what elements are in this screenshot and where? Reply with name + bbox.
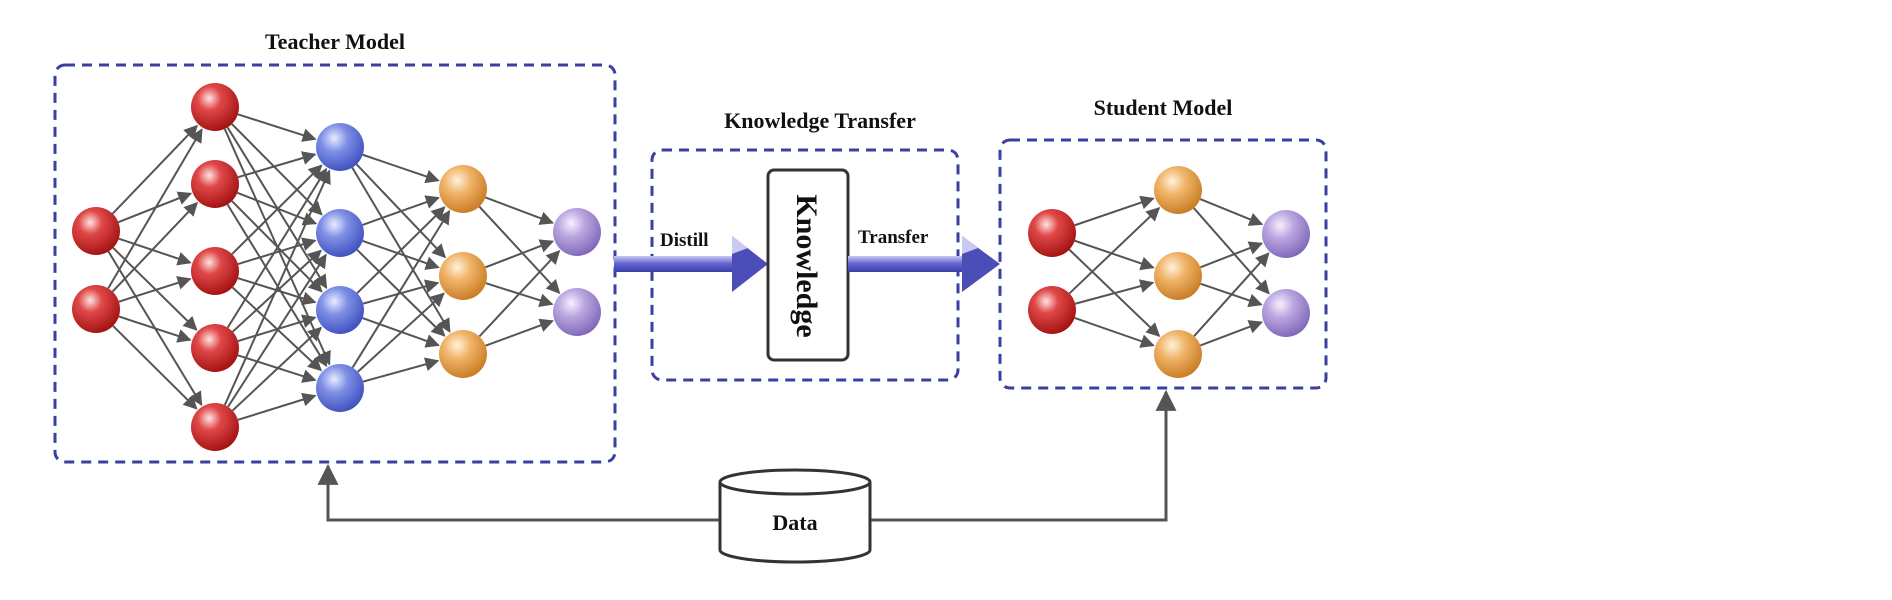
teacher-node-layer-1 xyxy=(72,285,120,333)
teacher-box xyxy=(53,63,617,464)
student-node-layer-3 xyxy=(1262,289,1310,337)
teacher-edge xyxy=(478,249,561,338)
student-node-layer-2 xyxy=(1154,330,1202,378)
data-to-teacher-line xyxy=(317,463,720,522)
teacher-edge xyxy=(111,124,198,215)
teacher-edge xyxy=(112,247,198,331)
teacher-model: Teacher Model xyxy=(53,29,617,464)
student-node-layer-1 xyxy=(1028,286,1076,334)
teacher-edge xyxy=(118,276,192,303)
teacher-edge xyxy=(237,113,317,142)
student-edge xyxy=(1074,316,1155,348)
teacher-node-layer-2 xyxy=(191,324,239,372)
student-edge xyxy=(1068,206,1161,295)
distill-arrow xyxy=(614,236,768,292)
teacher-edge xyxy=(231,249,322,333)
teacher-edge xyxy=(357,292,445,373)
teacher-edge xyxy=(237,151,317,179)
teacher-edge xyxy=(485,318,554,347)
teacher-edge xyxy=(112,325,198,410)
teacher-edge xyxy=(231,164,323,255)
teacher-node-layer-1 xyxy=(72,207,120,255)
teacher-node-layer-5 xyxy=(553,208,601,256)
student-title: Student Model xyxy=(1094,95,1233,120)
student-edge xyxy=(1074,239,1155,271)
knowledge-label: Knowledge xyxy=(790,194,823,337)
teacher-edge xyxy=(231,200,323,293)
student-edge xyxy=(1193,207,1270,295)
student-node-layer-3 xyxy=(1262,210,1310,258)
teacher-node-layer-2 xyxy=(191,247,239,295)
teacher-node-layer-4 xyxy=(439,165,487,213)
student-edge xyxy=(1200,320,1264,347)
teacher-edge xyxy=(478,205,561,294)
teacher-edge xyxy=(351,209,451,369)
teacher-edge xyxy=(362,153,440,184)
teacher-edge xyxy=(237,237,317,265)
teacher-edge xyxy=(118,315,192,343)
student-edge xyxy=(1200,241,1264,269)
teacher-edge xyxy=(226,167,328,329)
teacher-node-layer-3 xyxy=(316,364,364,412)
student-edges xyxy=(1068,195,1270,348)
student-edge xyxy=(1074,195,1155,227)
teacher-edge xyxy=(362,357,440,383)
teacher-edge xyxy=(485,239,555,269)
transfer-arrow-label: Transfer xyxy=(858,227,929,248)
knowledge-transfer: Knowledge Transfer Distill Knowledge Tra… xyxy=(614,108,1000,382)
student-box xyxy=(998,138,1328,390)
student-edge xyxy=(1074,279,1155,305)
teacher-edge xyxy=(362,195,440,226)
teacher-node-layer-2 xyxy=(191,403,239,451)
teacher-edge xyxy=(107,128,203,289)
distill-label: Distill xyxy=(660,230,709,251)
teacher-edge xyxy=(223,169,331,406)
data-to-student-line xyxy=(870,389,1177,522)
student-model: Student Model xyxy=(998,95,1328,390)
teacher-title: Teacher Model xyxy=(265,29,405,54)
teacher-node-layer-3 xyxy=(316,209,364,257)
teacher-edge xyxy=(231,326,323,412)
teacher-node-layer-3 xyxy=(316,286,364,334)
teacher-edge xyxy=(236,191,318,226)
data-label: Data xyxy=(772,510,817,535)
student-edge xyxy=(1199,198,1264,226)
transfer-title: Knowledge Transfer xyxy=(724,108,916,133)
data-flow: Data xyxy=(317,389,1177,564)
teacher-edge xyxy=(226,203,328,368)
teacher-edge xyxy=(362,239,440,270)
teacher-nodes xyxy=(72,83,601,451)
student-node-layer-2 xyxy=(1154,252,1202,300)
teacher-node-layer-4 xyxy=(439,330,487,378)
student-node-layer-1 xyxy=(1028,209,1076,257)
teacher-edge xyxy=(485,196,554,225)
student-node-layer-2 xyxy=(1154,166,1202,214)
teacher-edge xyxy=(227,253,327,408)
teacher-edge xyxy=(111,201,199,293)
teacher-node-layer-5 xyxy=(553,288,601,336)
teacher-node-layer-2 xyxy=(191,160,239,208)
data-cylinder xyxy=(718,468,872,564)
teacher-edges xyxy=(107,113,561,421)
teacher-edge xyxy=(237,314,317,342)
teacher-node-layer-2 xyxy=(191,83,239,131)
transfer-arrow xyxy=(848,236,1000,292)
transfer-box xyxy=(650,148,960,382)
teacher-node-layer-4 xyxy=(439,252,487,300)
teacher-edge xyxy=(356,206,446,294)
student-edge xyxy=(1193,252,1270,337)
teacher-node-layer-3 xyxy=(316,123,364,171)
teacher-edge xyxy=(237,392,317,421)
student-nodes xyxy=(1028,166,1310,378)
teacher-edge xyxy=(118,237,192,266)
teacher-edge xyxy=(362,279,440,305)
teacher-edge xyxy=(237,354,317,383)
